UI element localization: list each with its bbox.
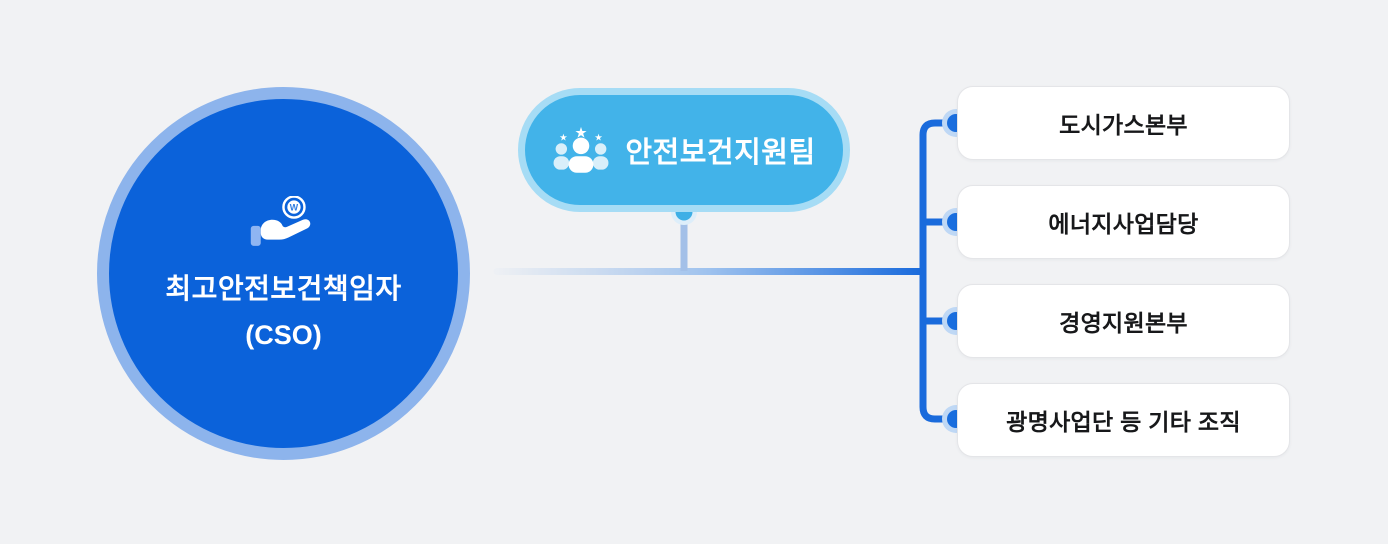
svg-text:★: ★ [575,126,588,142]
svg-text:★: ★ [595,133,603,143]
department-box-management: 경영지원본부 [957,284,1290,358]
cso-title: 최고안전보건책임자 [165,272,402,304]
cso-subtitle: (CSO) [245,320,322,351]
team-node: ★ ★ ★ 안전보건지원팀 [518,88,850,212]
cso-node: W 최고안전보건책임자 (CSO) [97,87,470,460]
team-label: 안전보건지원팀 [625,137,816,169]
department-label: 광명사업단 등 기타 조직 [1006,409,1241,435]
department-box-energy: 에너지사업담당 [957,185,1290,259]
department-list: 도시가스본부 에너지사업담당 경영지원본부 광명사업단 등 기타 조직 [957,86,1290,457]
hand-coin-icon: W [250,195,310,246]
department-box-city-gas: 도시가스본부 [957,86,1290,160]
won-symbol: W [289,202,298,212]
department-label: 도시가스본부 [1059,112,1188,138]
department-box-gwangmyeong: 광명사업단 등 기타 조직 [957,383,1290,457]
department-label: 에너지사업담당 [1048,211,1199,237]
department-spine [919,119,960,423]
team-stars-icon: ★ ★ ★ [553,126,609,173]
department-label: 경영지원본부 [1059,310,1188,336]
svg-text:★: ★ [560,133,568,143]
